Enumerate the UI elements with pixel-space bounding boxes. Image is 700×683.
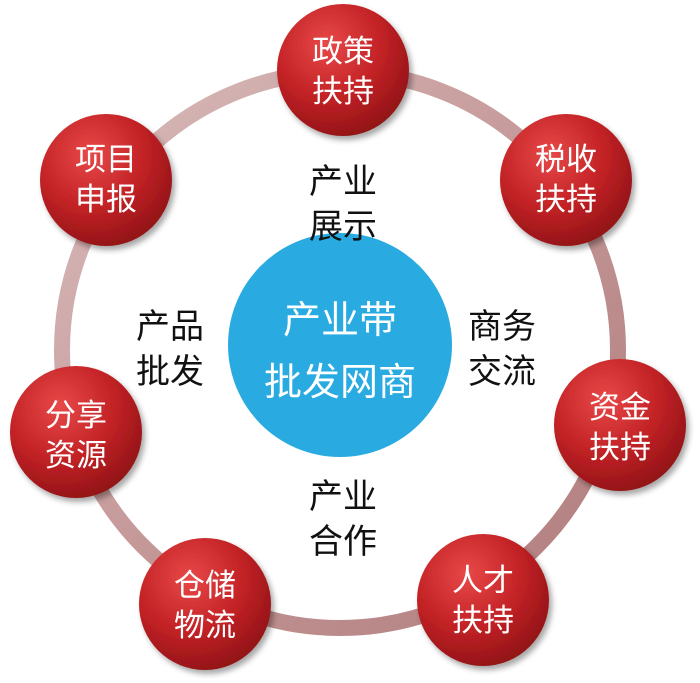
inner-label-wholesale-line2: 批发 [136,352,204,392]
inner-label-showcase-line2: 展示 [309,207,377,247]
node-capital-line2: 扶持 [589,430,651,466]
node-circle [417,534,549,666]
node-tax [500,114,632,246]
node-capital-line1: 资金 [589,390,651,426]
node-talent-line1: 人才 [452,563,514,599]
node-project [40,114,172,246]
center-line1: 产业带 [283,298,397,342]
inner-label-wholesale-line1: 产品 [136,307,204,347]
inner-label-cooperation-line2: 合作 [309,522,377,562]
node-policy [277,4,409,136]
node-logistics-line2: 物流 [174,608,236,644]
node-policy-line1: 政策 [312,34,374,70]
node-circle [277,4,409,136]
inner-label-exchange-line1: 商务 [468,307,536,347]
center-line2: 批发网商 [264,360,416,404]
node-logistics-line1: 仓储 [174,568,236,604]
node-policy-line2: 扶持 [312,74,374,110]
node-talent [417,534,549,666]
node-capital [554,359,686,491]
node-tax-line1: 税收 [535,142,597,178]
node-tax-line2: 扶持 [535,182,597,218]
inner-label-exchange-line2: 交流 [468,352,536,392]
inner-label-showcase-line1: 产业 [309,162,377,202]
node-project-line2: 申报 [75,182,137,218]
center-hub: 产业带 批发网商 [228,233,452,457]
node-circle [10,366,142,498]
node-resources [10,366,142,498]
node-circle [554,359,686,491]
node-circle [500,114,632,246]
node-circle [139,538,271,670]
node-logistics [139,538,271,670]
node-talent-line2: 扶持 [452,603,514,639]
node-project-line1: 项目 [75,142,137,178]
node-circle [40,114,172,246]
inner-label-cooperation-line1: 产业 [309,477,377,517]
node-resources-line2: 资源 [45,438,107,474]
node-resources-line1: 分享 [45,398,107,434]
center-circle [228,233,452,457]
